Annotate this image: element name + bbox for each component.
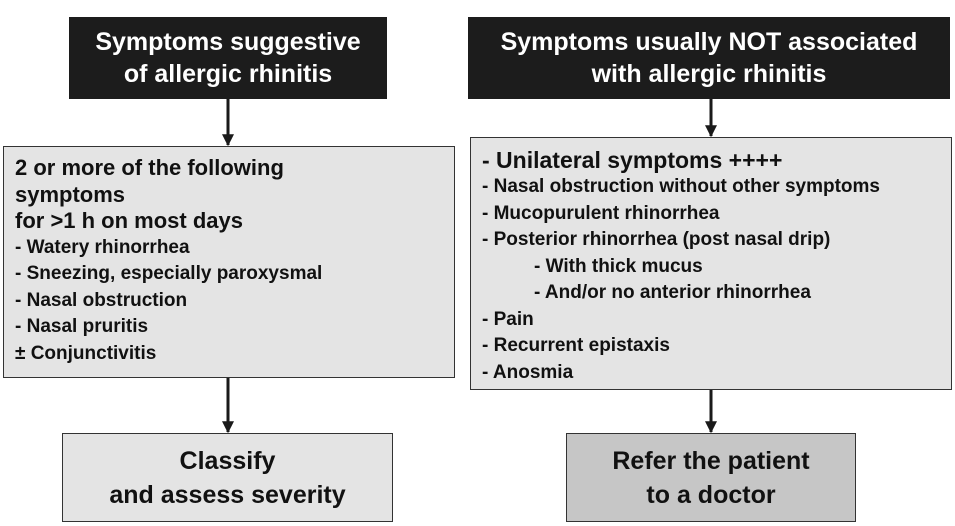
- symptom-subitem: - And/or no anterior rhinorrhea: [534, 282, 811, 303]
- symptom-subitem: - With thick mucus: [534, 255, 703, 277]
- left-header-box: Symptoms suggestive of allergic rhinitis: [69, 17, 387, 99]
- symptom-item: - Posterior rhinorrhea (post nasal drip): [482, 229, 831, 250]
- symptom-item: - Mucopurulent rhinorrhea: [482, 202, 720, 224]
- refer-line-1: Refer the patient: [612, 446, 810, 475]
- criteria-heading-line-1: 2 or more of the following: [15, 155, 284, 180]
- symptom-item: - Recurrent epistaxis: [482, 335, 670, 356]
- criteria-item: - Nasal obstruction: [15, 289, 188, 311]
- symptom-item-unilateral: - Unilateral symptoms ++++: [482, 147, 783, 173]
- classify-line-2: and assess severity: [109, 480, 346, 509]
- criteria-item: - Sneezing, especially paroxysmal: [15, 263, 323, 284]
- left-header-line-2: of allergic rhinitis: [123, 60, 333, 88]
- right-header-line-1: Symptoms usually NOT associated: [500, 28, 918, 56]
- left-header-line-1: Symptoms suggestive: [95, 28, 361, 56]
- right-symptoms-box: - Unilateral symptoms ++++ - Nasal obstr…: [470, 137, 952, 390]
- symptom-item: - Anosmia: [482, 361, 574, 383]
- refer-box: Refer the patient to a doctor: [566, 433, 856, 522]
- symptom-item: - Nasal obstruction without other sympto…: [482, 176, 880, 197]
- criteria-item: ± Conjunctivitis: [15, 342, 157, 364]
- classify-box: Classify and assess severity: [62, 433, 393, 522]
- right-header-line-2: with allergic rhinitis: [591, 60, 827, 88]
- refer-line-2: to a doctor: [646, 480, 776, 509]
- right-header-box: Symptoms usually NOT associated with all…: [468, 17, 950, 99]
- classify-line-1: Classify: [179, 446, 276, 475]
- criteria-item: - Nasal pruritis: [15, 316, 149, 337]
- symptom-item: - Pain: [482, 308, 534, 330]
- left-criteria-box: 2 or more of the following symptoms for …: [3, 146, 455, 378]
- criteria-item: - Watery rhinorrhea: [15, 236, 190, 258]
- criteria-heading-line-3: for >1 h on most days: [15, 208, 243, 233]
- criteria-heading-line-2: symptoms: [15, 181, 126, 207]
